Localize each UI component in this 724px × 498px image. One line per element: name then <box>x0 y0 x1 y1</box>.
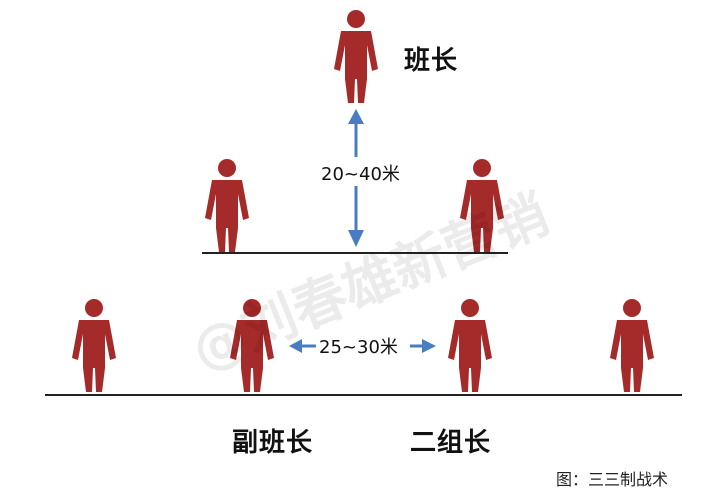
vertical-arrow-icon <box>348 109 364 247</box>
squad-leader-person-icon <box>334 10 378 103</box>
middle-left-person-icon <box>205 159 249 252</box>
figure-caption: 图：三三制战术 <box>556 470 669 489</box>
deputy-leader-label: 副班长 <box>232 428 314 458</box>
vertical-distance-label: 20~40米 <box>318 160 403 186</box>
horizontal-distance-label: 25~30米 <box>316 333 401 359</box>
bottom-far-left-person-icon <box>72 299 116 392</box>
squad-leader-label: 班长 <box>404 46 459 76</box>
horizontal-arrow-icon <box>289 339 436 353</box>
bottom-far-right-person-icon <box>610 299 654 392</box>
group2-leader-label: 二组长 <box>410 428 492 458</box>
group2-leader-person-icon <box>448 299 492 392</box>
